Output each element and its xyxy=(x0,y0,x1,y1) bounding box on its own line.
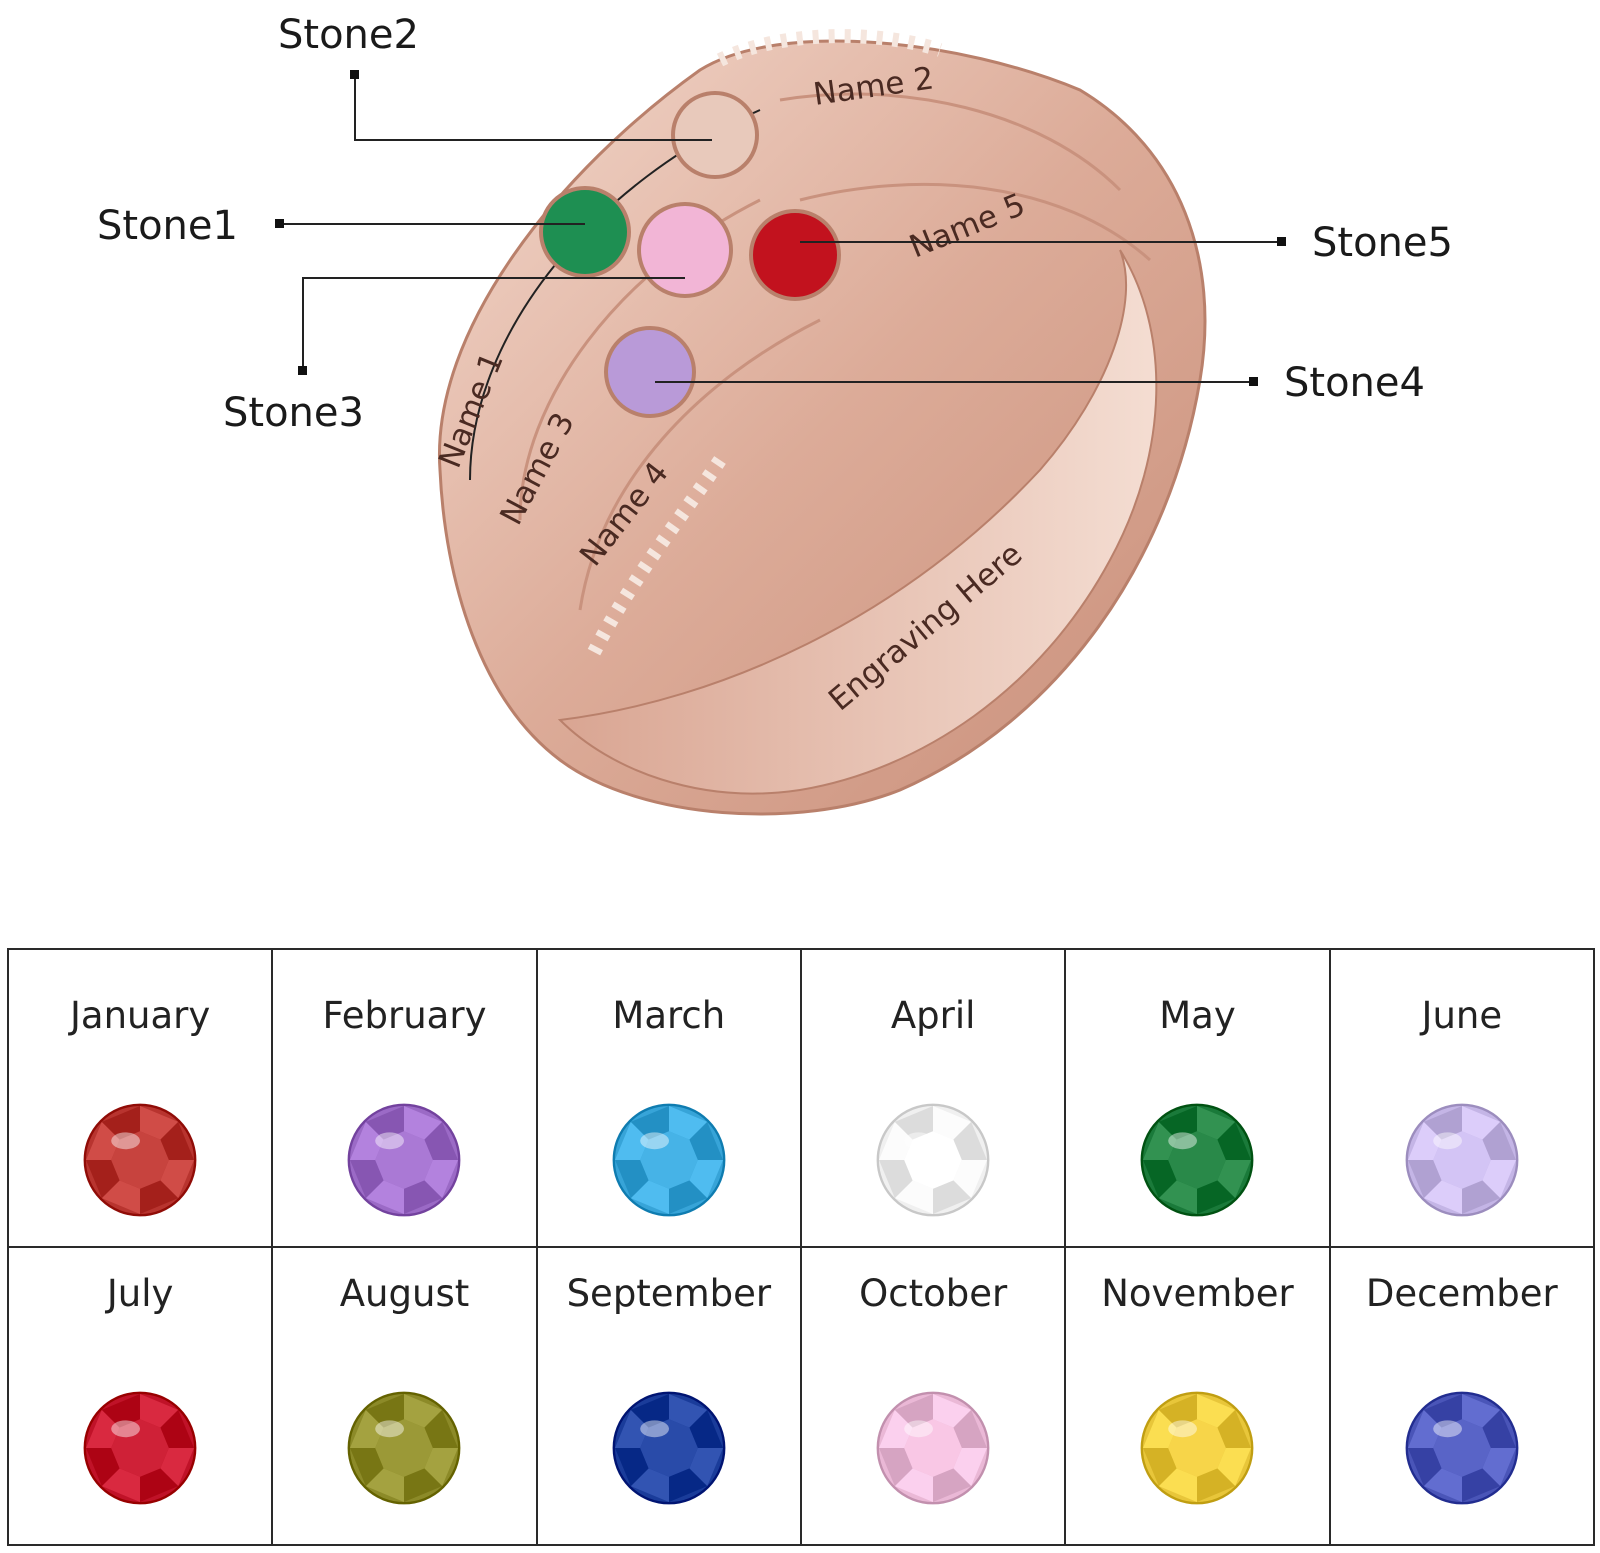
birthstone-cell: November xyxy=(1064,1246,1331,1546)
birthstone-cell: June xyxy=(1328,948,1596,1248)
birthstone-cell: September xyxy=(535,1246,802,1546)
month-label: March xyxy=(612,994,726,1037)
gem-icon xyxy=(344,1100,464,1220)
birthstone-cell: December xyxy=(1328,1246,1596,1546)
birthstone-cell: March xyxy=(535,948,802,1248)
birthstone-cell: October xyxy=(799,1246,1067,1546)
birthstone-cell: May xyxy=(1064,948,1331,1248)
birthstone-row-2: July August September October November D… xyxy=(6,1246,1596,1546)
ring-stone-4 xyxy=(604,326,696,418)
birthstone-cell: January xyxy=(6,948,274,1248)
ring-stone-1 xyxy=(539,186,631,278)
birthstone-row-1: January February March April May June xyxy=(6,948,1596,1248)
birthstone-cell: August xyxy=(271,1246,538,1546)
gem-icon xyxy=(1137,1100,1257,1220)
month-label: September xyxy=(566,1272,772,1315)
month-label: October xyxy=(859,1272,1008,1315)
callout-stone3: Stone3 xyxy=(223,390,364,436)
month-label: August xyxy=(339,1272,470,1315)
month-label: May xyxy=(1159,994,1236,1037)
gem-icon xyxy=(1402,1388,1522,1508)
birthstone-cell: February xyxy=(271,948,538,1248)
ring-stone-5 xyxy=(749,209,841,301)
month-label: December xyxy=(1365,1272,1558,1315)
ring-stones xyxy=(539,91,841,418)
gem-icon xyxy=(609,1388,729,1508)
callout-leaders xyxy=(275,70,1286,386)
birthstone-chart: January February March April May June Ju… xyxy=(6,948,1596,1546)
gem-icon xyxy=(609,1100,729,1220)
month-label: June xyxy=(1421,994,1503,1037)
ring-stone-2 xyxy=(671,91,759,179)
birthstone-cell: April xyxy=(799,948,1067,1248)
gem-icon xyxy=(873,1388,993,1508)
callout-stone4: Stone4 xyxy=(1284,360,1425,406)
callout-stone5: Stone5 xyxy=(1312,220,1453,266)
gem-icon xyxy=(344,1388,464,1508)
gem-icon xyxy=(1402,1100,1522,1220)
month-label: January xyxy=(70,994,211,1037)
gem-icon xyxy=(80,1100,200,1220)
gem-icon xyxy=(1137,1388,1257,1508)
month-label: February xyxy=(322,994,487,1037)
month-label: July xyxy=(106,1272,174,1315)
month-label: November xyxy=(1101,1272,1294,1315)
birthstone-cell: July xyxy=(6,1246,274,1546)
gem-icon xyxy=(80,1388,200,1508)
callout-stone2: Stone2 xyxy=(278,12,419,58)
gem-icon xyxy=(873,1100,993,1220)
callout-stone1: Stone1 xyxy=(97,203,238,249)
ring-stone-3 xyxy=(637,202,733,298)
month-label: April xyxy=(890,994,976,1037)
